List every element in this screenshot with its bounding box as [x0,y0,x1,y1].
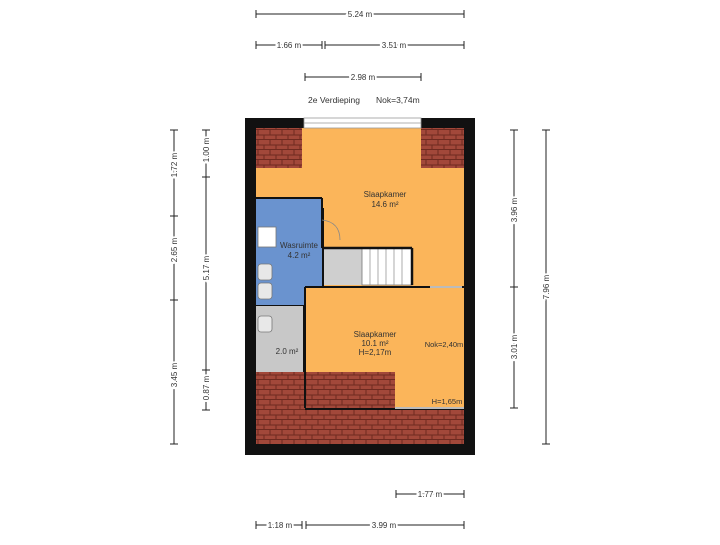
roof-tiles-bottom-mid [305,372,395,408]
laundry-area: 4.2 m² [288,251,311,260]
stair-treads [369,248,403,285]
dim-right-inner-top: 3.96 m [510,197,519,222]
laundry-name: Wasruimte [280,241,318,250]
bedroom-small-height: H=2,17m [359,348,392,357]
sink-fixture [257,226,277,248]
dim-bottom-upper: 1.77 m [418,490,443,499]
bedroom-large-name: Slaapkamer [364,190,407,199]
stairs [361,247,413,286]
bedroom-small-floor [305,287,464,372]
dim-top-total: 5.24 m [348,10,373,19]
bedroom-large-floor-right [412,245,464,287]
dim-left-outer-bottom: 3.45 m [170,362,179,387]
roof-tiles-top-right [421,128,464,168]
bedroom-small-floor-low [395,372,464,408]
right-dimensions [510,129,550,445]
dim-bottom-right: 3.99 m [372,521,397,530]
dim-left-inner-top: 1.00 m [202,137,211,162]
ridge-label: Nok=3,74m [376,95,420,105]
low-height-label: H=1,65m [432,397,463,406]
bedroom-small-area: 10.1 m² [361,339,388,348]
dim-right-inner-bottom: 3.01 m [510,334,519,359]
dim-top-left: 1.66 m [277,41,302,50]
dim-right-outer: 7.96 m [542,274,551,299]
dim-bottom-left: 1.18 m [268,521,293,530]
bedroom-small-name: Slaapkamer [354,330,397,339]
washer-fixture [257,282,273,300]
roof-tiles-top-left [256,128,302,168]
left-dimensions [170,129,210,445]
dim-top-inner: 2.98 m [351,73,376,82]
roof-tiles-bottom-left [256,372,308,444]
roof-tiles-bottom [305,410,464,444]
dim-top-right: 3.51 m [382,41,407,50]
bottom-dimensions [255,490,465,529]
dim-left-outer-mid: 2.65 m [170,237,179,262]
bedroom-large-area: 14.6 m² [371,200,398,209]
storage-area: 2.0 m² [276,347,299,356]
dim-left-outer-top: 1.72 m [170,152,179,177]
top-dimensions [255,10,465,81]
door-swing [321,219,341,241]
ridge-height-label: Nok=2,40m [425,340,464,349]
toilet-fixture [257,263,273,281]
storage-fixture [257,315,273,333]
dim-left-inner-mid: 5.17 m [202,255,211,280]
dim-left-inner-bottom: 0.87 m [202,375,211,400]
floor-label: 2e Verdieping [308,95,360,105]
